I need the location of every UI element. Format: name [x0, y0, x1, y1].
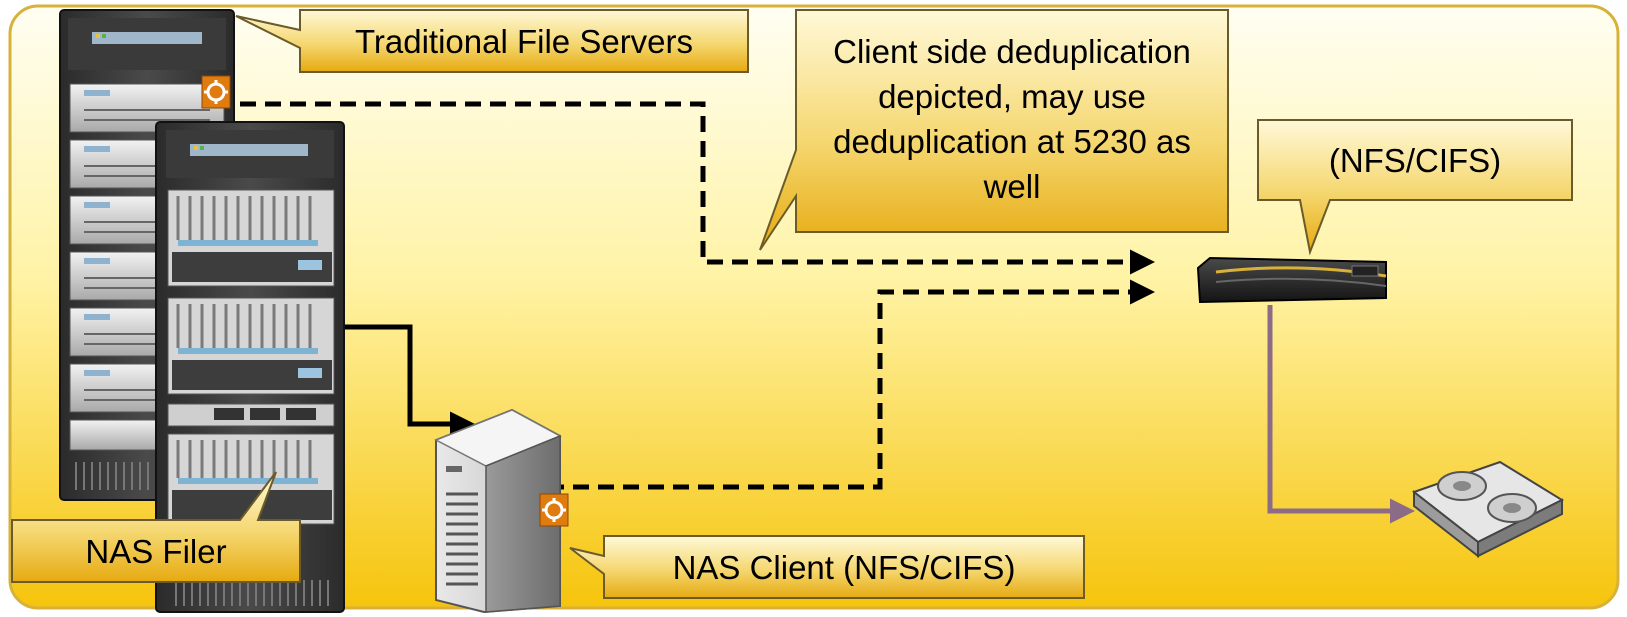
nas-to-client-link	[344, 324, 475, 437]
appliance-icon	[1196, 256, 1387, 304]
callout-nas-filer	[11, 471, 301, 583]
agent-gear-icon	[539, 493, 569, 527]
callout-client-side-dedup	[759, 9, 1229, 251]
tape-cartridge-icon	[1411, 460, 1565, 559]
callout-traditional-file-servers	[235, 9, 749, 73]
label-nas-filer: NAS Filer	[85, 532, 227, 570]
dedup-link-file-servers	[240, 101, 1155, 275]
nas-filer-rack-icon	[155, 121, 345, 613]
tower-server-icon	[434, 408, 562, 614]
agent-gear-icon	[201, 75, 231, 109]
callout-nfs-cifs	[1257, 119, 1573, 256]
callout-nas-client	[569, 535, 1085, 599]
dedup-link-nas-client	[548, 279, 1155, 490]
label-nfs-cifs: (NFS/CIFS)	[1328, 141, 1502, 179]
label-client-side-dedup: Client side deduplication depicted, may …	[833, 33, 1191, 205]
label-nas-client: NAS Client (NFS/CIFS)	[672, 548, 1016, 586]
appliance-to-tape-link	[1267, 305, 1415, 524]
label-traditional-file-servers: Traditional File Servers	[354, 22, 694, 60]
